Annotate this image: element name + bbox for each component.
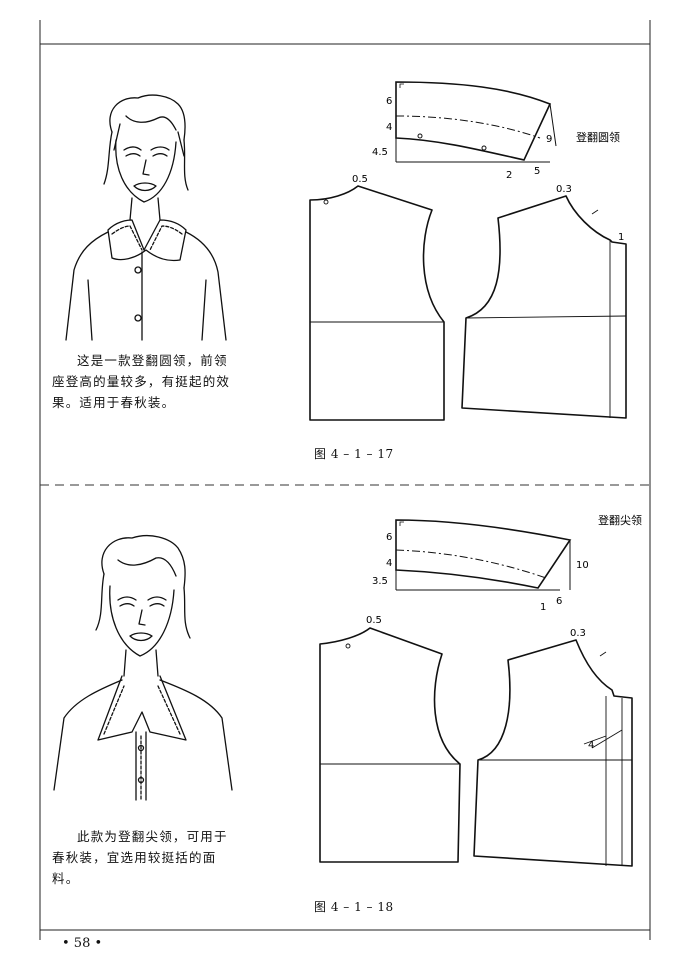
fig1-collar-name: 登翻圆领 <box>576 130 620 144</box>
fig1-dim-0-5: 0.5 <box>352 174 368 185</box>
fig2-dim-1: 1 <box>540 602 546 613</box>
fig2-dim-4b: 4 <box>588 740 594 751</box>
fig1-dim-6: 6 <box>386 96 392 107</box>
fig1-dim-9: 9 <box>546 134 552 145</box>
fig2-dim-4: 4 <box>386 558 392 569</box>
fig1-dim-1: 1 <box>618 232 624 243</box>
fig1-dim-0-3: 0.3 <box>556 184 572 195</box>
fig2-dim-6: 6 <box>386 532 392 543</box>
fig2-collar-name: 登翻尖领 <box>598 513 642 527</box>
fig1-dim-4-5: 4.5 <box>372 147 388 158</box>
fig1-caption: 图 4 – 1 – 17 <box>314 447 394 461</box>
fig2-dim-0-5: 0.5 <box>366 615 382 626</box>
fig2-dim-10: 10 <box>576 560 589 571</box>
fig2-dim-0-3: 0.3 <box>570 628 586 639</box>
fig2-description: 此款为登翻尖领，可用于春秋装，宜选用较挺括的面料。 <box>52 829 228 886</box>
fig1-dim-2: 2 <box>506 170 512 181</box>
fig1-dim-4: 4 <box>386 122 392 133</box>
fig2-dim-6b: 6 <box>556 596 562 607</box>
fig1-dim-5: 5 <box>534 166 540 177</box>
fig1-description: 这是一款登翻圆领，前领座登高的量较多，有挺起的效果。适用于春秋装。 <box>52 353 231 410</box>
fig2-dim-3-5: 3.5 <box>372 576 388 587</box>
fig2-caption: 图 4 – 1 – 18 <box>314 900 394 914</box>
page-number: • 58 • <box>62 936 103 951</box>
